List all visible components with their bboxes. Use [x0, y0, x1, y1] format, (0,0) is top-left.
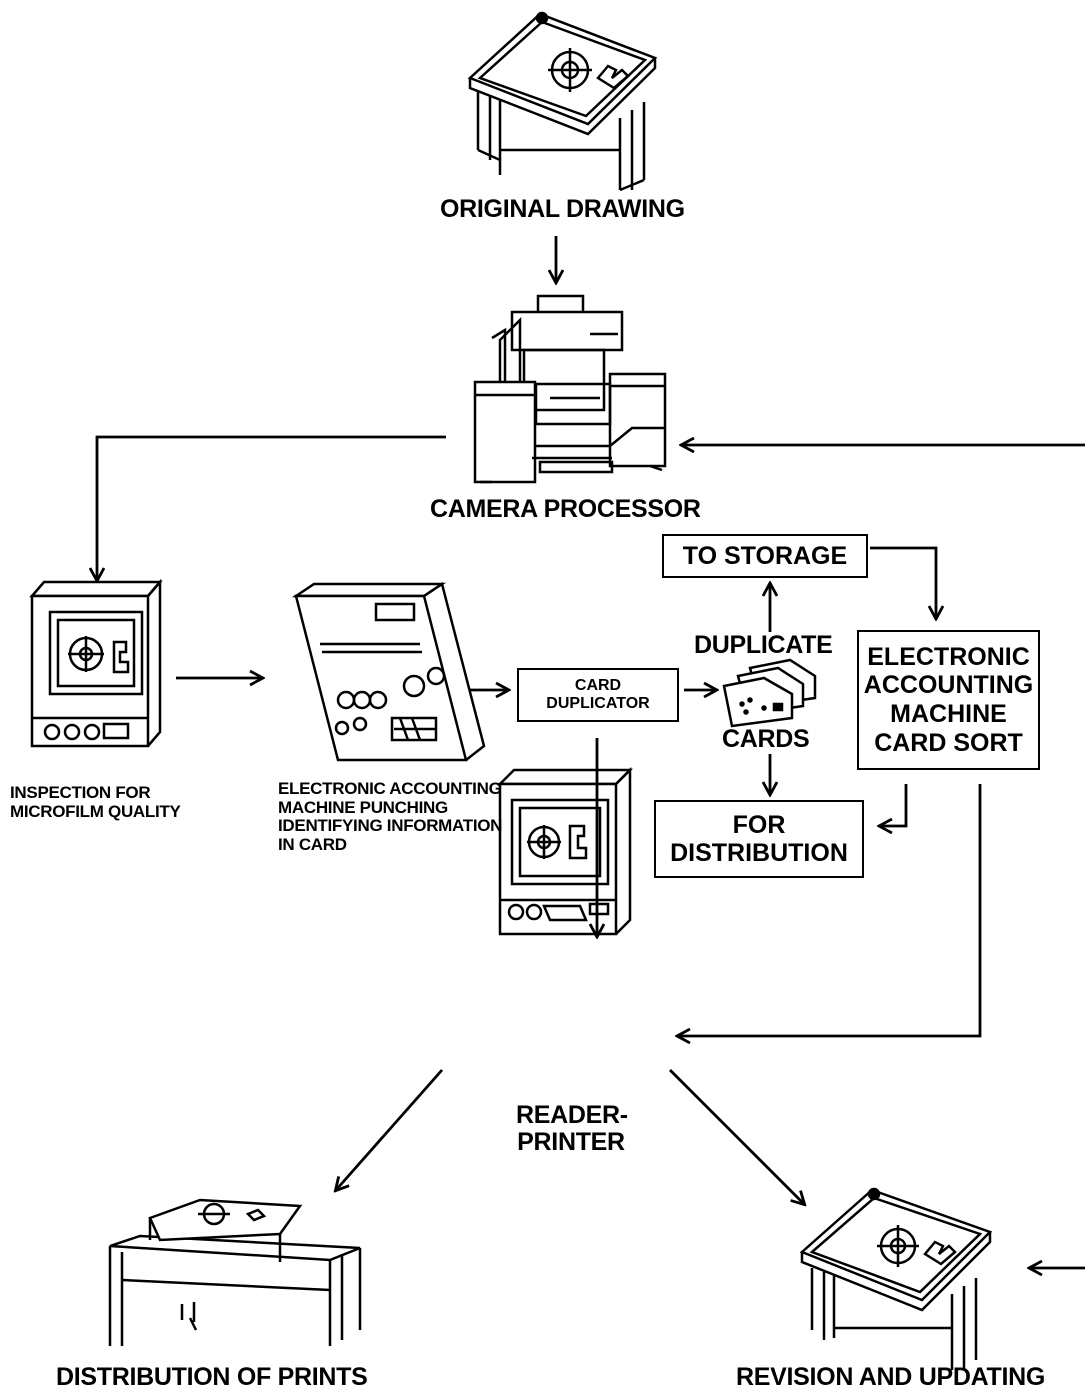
- label-cards: CARDS: [722, 725, 810, 753]
- card-punch-machine-icon: [291, 581, 486, 762]
- label-reader-printer-line-2: PRINTER: [517, 1128, 625, 1156]
- label-inspection-line-2: MICROFILM QUALITY: [10, 801, 181, 821]
- card-duplicator-line-1: CARD: [574, 677, 622, 695]
- arrow-sort-to-reader: [678, 784, 982, 1036]
- arrow-reader-to-revision: [669, 1069, 804, 1204]
- to-storage-text: TO STORAGE: [682, 542, 848, 570]
- arrow-storage-to-sort: [870, 546, 936, 618]
- drafting-table-icon: [467, 11, 658, 192]
- card-sort-line-3: MACHINE: [890, 700, 1007, 728]
- flow-arrows: [97, 236, 1085, 1268]
- to-storage-box: TO STORAGE: [662, 534, 868, 578]
- arrow-camera-to-inspection: [97, 435, 446, 580]
- label-distribution-of-prints: DISTRIBUTION OF PRINTS: [56, 1363, 368, 1391]
- arrow-sort-to-distribution: [880, 784, 908, 826]
- label-punching-line-3: IDENTIFYING INFORMATION: [278, 816, 503, 836]
- card-duplicator-box: CARD DUPLICATOR: [517, 668, 679, 722]
- label-camera-processor: CAMERA PROCESSOR: [430, 495, 701, 523]
- card-duplicator-line-2: DUPLICATOR: [546, 695, 650, 712]
- print-distribution-icon: [108, 1198, 362, 1346]
- label-revision-and-updating: REVISION AND UPDATING: [736, 1363, 1045, 1391]
- card-sort-line-1: ELECTRONIC: [867, 642, 1030, 671]
- arrow-reader-to-prints: [336, 1069, 444, 1190]
- microfilm-viewer-icon: [29, 578, 163, 748]
- label-punching-line-1: ELECTRONIC ACCOUNTING: [278, 779, 502, 798]
- reader-printer-icon: [496, 766, 634, 936]
- label-inspection-line-1: INSPECTION FOR: [10, 783, 151, 802]
- punched-cards-icon: [722, 658, 817, 728]
- label-duplicate: DUPLICATE: [694, 631, 833, 659]
- for-distribution-line-1: FOR: [732, 811, 786, 839]
- label-punching-line-4: IN CARD: [278, 835, 347, 855]
- camera-processor-icon: [473, 294, 667, 484]
- label-inspection: INSPECTION FOR MICROFILM QUALITY: [10, 783, 181, 821]
- for-distribution-box: FOR DISTRIBUTION: [654, 800, 864, 878]
- for-distribution-line-2: DISTRIBUTION: [670, 839, 848, 867]
- label-punching: ELECTRONIC ACCOUNTING MACHINE PUNCHING I…: [278, 779, 503, 855]
- card-sort-line-2: ACCOUNTING: [863, 671, 1034, 700]
- label-original-drawing: ORIGINAL DRAWING: [440, 195, 685, 223]
- label-punching-line-2: MACHINE PUNCHING: [278, 797, 448, 817]
- card-sort-box: ELECTRONIC ACCOUNTING MACHINE CARD SORT: [857, 630, 1040, 770]
- drafting-table-icon: [799, 1187, 993, 1370]
- label-reader-printer: READER- PRINTER: [516, 1101, 628, 1156]
- card-sort-line-4: CARD SORT: [874, 728, 1023, 757]
- label-reader-printer-line-1: READER-: [516, 1101, 628, 1129]
